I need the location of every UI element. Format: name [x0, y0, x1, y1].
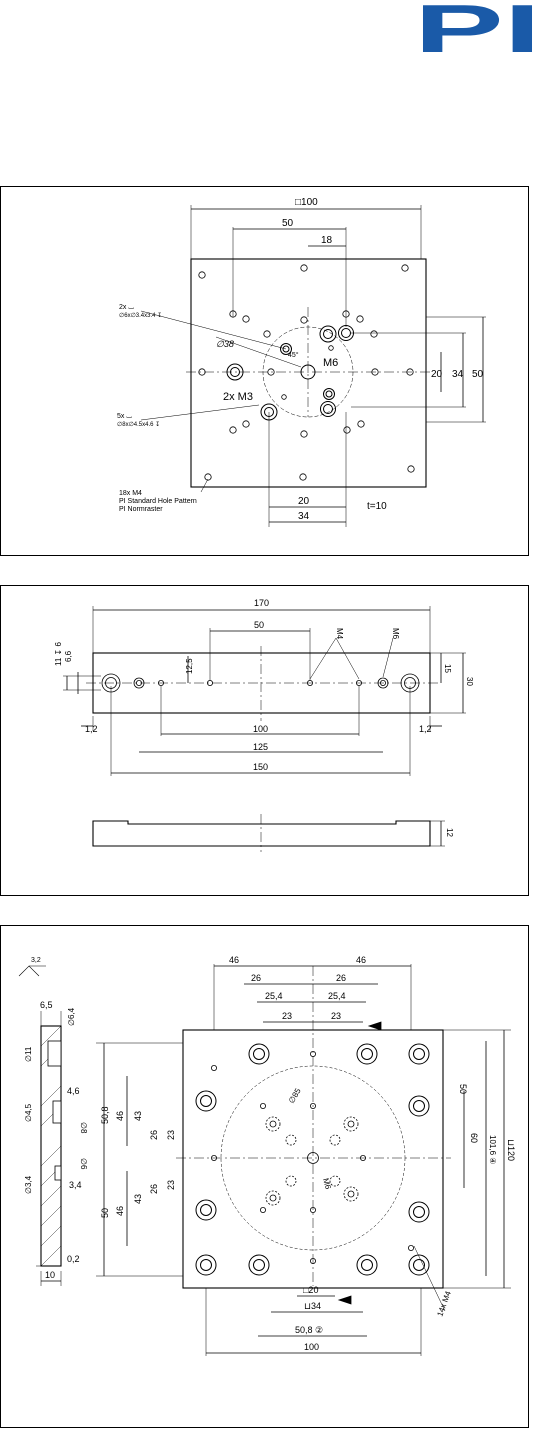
plate-dim-43-lower: 43: [133, 1194, 143, 1204]
side-dia-8: ∅8: [79, 1122, 88, 1134]
dim-100: □100: [295, 197, 318, 208]
side-dim-0-2: 0,2: [67, 1254, 80, 1264]
plate-dim-50-8-left: 50,8: [100, 1106, 110, 1124]
rail-dim-12: 12: [445, 828, 454, 837]
rail-dim-125: 125: [253, 742, 268, 752]
label-angle: 45°: [288, 351, 299, 359]
plate-dim-26-right: 26: [336, 973, 346, 983]
rail-dim-1-2-left: 1,2: [85, 724, 98, 734]
label-m6: M6: [323, 357, 338, 369]
plate-label-14x-m4: 14x M4: [435, 1289, 453, 1317]
label-thickness: t=10: [367, 501, 387, 512]
rail-dim-11: 11 ↧ 6: [54, 642, 63, 666]
rail-dim-1-2-right: 1,2: [419, 724, 432, 734]
plate-dim-43-upper: 43: [133, 1111, 143, 1121]
pi-logo-text: PI: [414, 0, 541, 54]
plate-dim-26-left-lower: 26: [149, 1184, 159, 1194]
plate-dim-50-right: 50: [458, 1084, 468, 1094]
note-18x-m4: 18x M4: [119, 490, 142, 497]
rail-drawing: 170 50 M4 M6 6,6 11 ↧ 6 12,5 15 30 1,2 1…: [54, 598, 474, 852]
plate-dim-120: ⊔120: [506, 1139, 516, 1161]
plate-label-m6: M6: [321, 1177, 333, 1191]
plate-dim-26-left: 26: [251, 973, 261, 983]
rail-label-m4: M4: [335, 628, 344, 640]
plate-outline: [190, 258, 427, 488]
dim-50: 50: [282, 218, 294, 229]
rail-dim-170: 170: [254, 598, 269, 608]
dim-50-vertical: 50: [472, 369, 484, 380]
side-dim-6-5: 6,5: [40, 1000, 53, 1010]
rail-dim-15: 15: [443, 664, 452, 673]
rail-dim-6-6: 6,6: [64, 650, 73, 662]
rail-label-m6: M6: [391, 628, 400, 640]
plate-dim-23-left-upper: 23: [166, 1130, 176, 1140]
callout-2x-b: ∅6x∅3.4x3.4 ↧: [119, 312, 162, 319]
rail-dim-50: 50: [254, 620, 264, 630]
plate-dim-50-8-bottom: 50,8 ②: [295, 1325, 323, 1335]
plate-dim-23-left-lower: 23: [166, 1180, 176, 1190]
plate-dia-85: ∅85: [287, 1086, 303, 1105]
side-dim-4-6: 4,6: [67, 1086, 80, 1096]
label-dia-38: ∅38: [216, 339, 234, 349]
plate-dim-25-4-right: 25,4: [328, 991, 346, 1001]
side-dia-3-4: ∅3,4: [24, 1175, 33, 1194]
side-dia-6: ∅6: [79, 1158, 88, 1170]
plate-dim-60: 60: [469, 1133, 479, 1143]
plate-dim-square-34: ⊔34: [304, 1301, 321, 1311]
plate-surface-mark: 3,2: [31, 957, 41, 964]
rail-dim-100: 100: [253, 724, 268, 734]
side-dim-3-4: 3,4: [69, 1180, 82, 1190]
side-dim-10: 10: [45, 1270, 55, 1280]
pi-logo: PI: [414, 0, 541, 54]
drawing-panel-2: 170 50 M4 M6 6,6 11 ↧ 6 12,5 15 30 1,2 1…: [0, 585, 529, 896]
note-normraster: PI Normraster: [119, 506, 163, 513]
rail-dim-30: 30: [465, 677, 474, 686]
drawing-panel-3: 3,2 46 46 26 26 25,4 25,4 23 23 6,5 ∅6,4…: [0, 925, 529, 1428]
callout-5x-a: 5x ⌴: [117, 413, 132, 420]
plate-dim-46-left: 46: [229, 955, 239, 965]
plate-dim-46-left-upper: 46: [115, 1111, 125, 1121]
plate-dim-25-4-left: 25,4: [265, 991, 283, 1001]
label-2x-m3: 2x M3: [223, 391, 253, 403]
plate-dim-46-right: 46: [356, 955, 366, 965]
plate-dim-square-20: □20: [303, 1285, 318, 1295]
dim-34-horizontal: 34: [298, 511, 310, 522]
plate-dim-50-left-lower: 50: [100, 1208, 110, 1218]
dim-34-vertical: 34: [452, 369, 464, 380]
hole-pattern-drawing: □100 50 18 20 34 50 20 34 M6 2x M3 ∅38 4…: [117, 197, 486, 527]
side-dia-4-5: ∅4,5: [24, 1103, 33, 1122]
plate-dim-46-left-lower: 46: [115, 1206, 125, 1216]
callout-5x-b: ∅8x∅4.5x4.6 ↧: [117, 421, 160, 428]
side-dia-6-4: ∅6,4: [67, 1007, 76, 1026]
drawing-panel-1: □100 50 18 20 34 50 20 34 M6 2x M3 ∅38 4…: [0, 186, 529, 556]
plate-dim-100: 100: [304, 1342, 319, 1352]
callout-2x-a: 2x ⌴: [119, 304, 134, 311]
plate-dim-23-left: 23: [282, 1011, 292, 1021]
plate-dim-23-right: 23: [331, 1011, 341, 1021]
dim-20-vertical: 20: [431, 369, 443, 380]
dim-18: 18: [321, 235, 333, 246]
breadboard-drawing: 3,2 46 46 26 26 25,4 25,4 23 23 6,5 ∅6,4…: [18, 955, 516, 1356]
plate-dim-101-6: 101,6 ④: [488, 1135, 497, 1164]
plate-dim-26-left-upper: 26: [149, 1130, 159, 1140]
note-standard-pattern: PI Standard Hole Pattern: [119, 498, 197, 505]
rail-dim-150: 150: [253, 762, 268, 772]
side-dia-11: ∅11: [24, 1046, 33, 1062]
rail-dim-12-5: 12,5: [185, 658, 194, 674]
dim-20-horizontal: 20: [298, 496, 310, 507]
